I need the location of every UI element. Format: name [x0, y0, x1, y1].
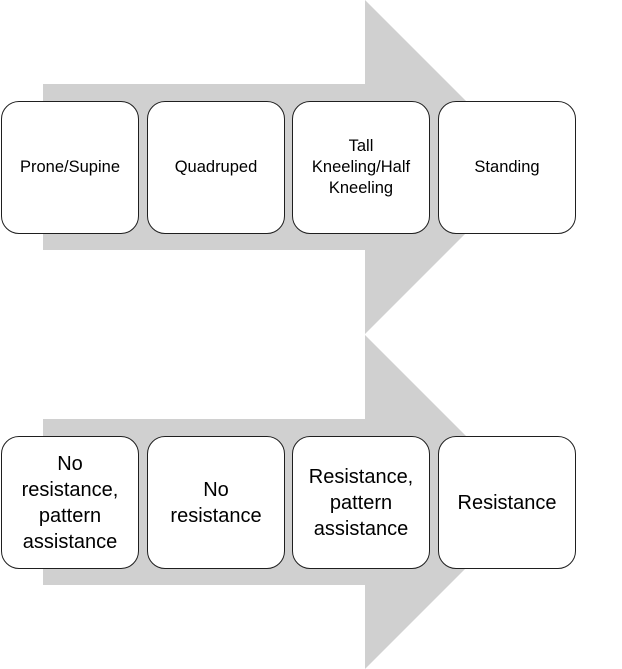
arrow-shape: [43, 0, 532, 334]
arrow-shape: [43, 335, 532, 669]
step-box-resistance: Resistance: [438, 436, 576, 569]
step-label: No resistance, pattern assistance: [21, 452, 119, 553]
step-box-quadruped: Quadruped: [147, 101, 285, 234]
step-label: Quadruped: [174, 158, 258, 176]
progression-arrow-positions: [0, 0, 622, 334]
step-label: Prone/Supine: [20, 158, 120, 176]
step-box-standing: Standing: [438, 101, 576, 234]
step-label: No resistance: [170, 478, 262, 527]
step-label: Resistance, pattern assistance: [308, 465, 414, 540]
step-box-no-resistance: No resistance: [147, 436, 285, 569]
step-box-resistance-pattern-assistance: Resistance, pattern assistance: [292, 436, 430, 569]
step-label: Resistance: [457, 491, 557, 514]
step-box-no-resistance-pattern-assistance: No resistance, pattern assistance: [1, 436, 139, 569]
step-box-prone-supine: Prone/Supine: [1, 101, 139, 234]
progression-arrow-resistance: [0, 335, 622, 669]
step-label: Standing: [474, 158, 540, 176]
step-label: Tall Kneeling/Half Kneeling: [311, 137, 411, 197]
step-box-kneeling: Tall Kneeling/Half Kneeling: [292, 101, 430, 234]
